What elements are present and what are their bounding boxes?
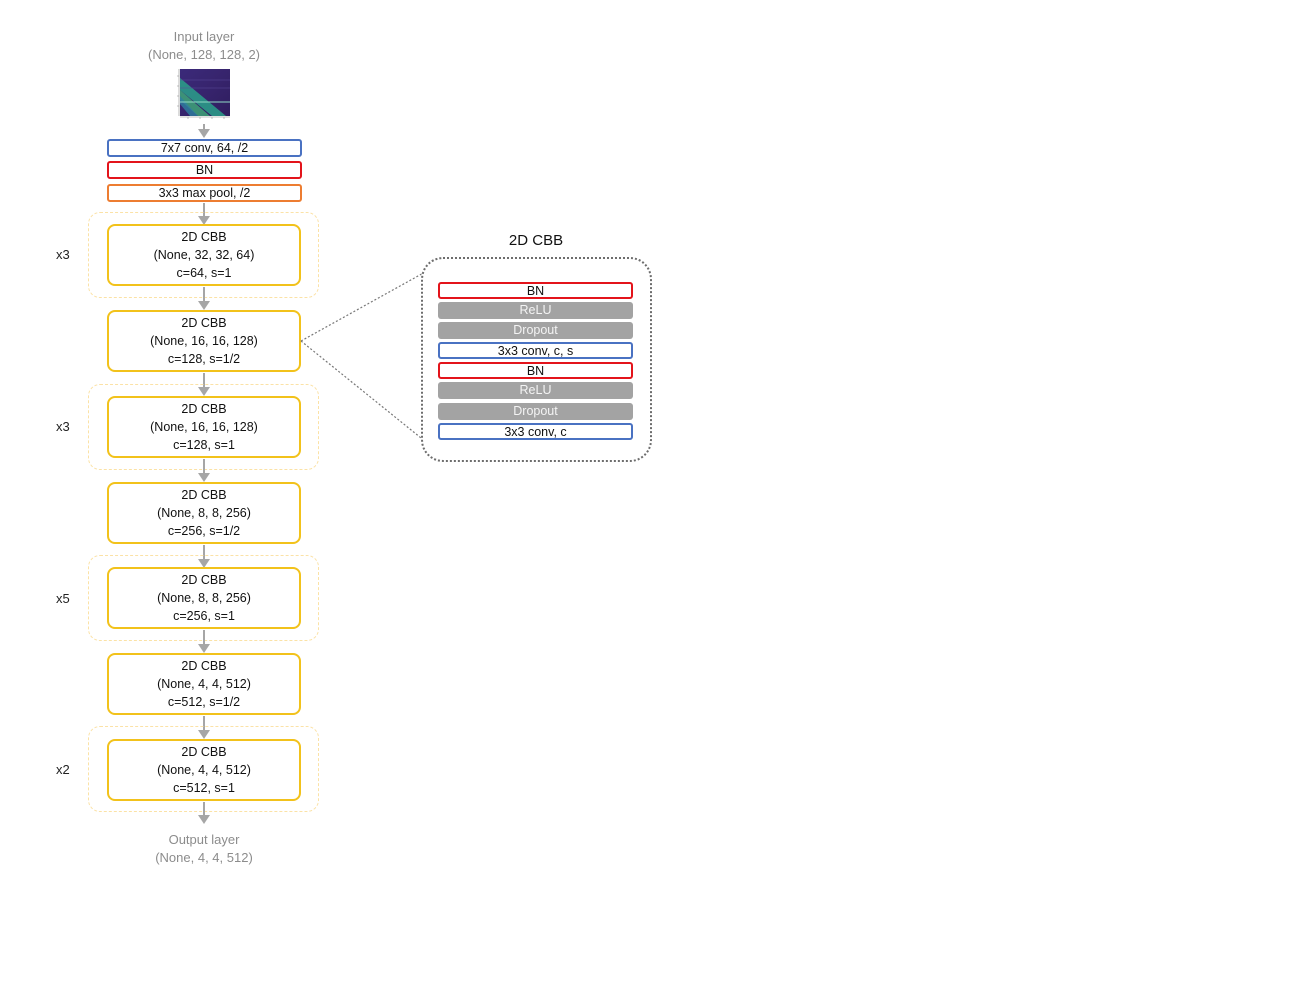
- cbb-block-7: 2D CBB (None, 4, 4, 512) c=512, s=1: [107, 739, 301, 801]
- cbb-block-name: 2D CBB: [181, 745, 227, 759]
- repeat-label-4: x2: [56, 762, 70, 777]
- cbb-block-name: 2D CBB: [181, 488, 227, 502]
- cbb-block-shape: (None, 8, 8, 256): [157, 506, 251, 520]
- cbb-block-name: 2D CBB: [181, 230, 227, 244]
- cbb-block-2: 2D CBB (None, 16, 16, 128) c=128, s=1/2: [107, 310, 301, 372]
- flow-arrow: [198, 203, 210, 225]
- cbb-block-name: 2D CBB: [181, 316, 227, 330]
- cbb-block-shape: (None, 32, 32, 64): [153, 248, 255, 262]
- detail-relu-layer: ReLU: [438, 382, 633, 399]
- flow-arrow: [198, 716, 210, 739]
- output-layer-title: Output layer: [168, 832, 240, 847]
- input-layer-title: Input layer: [173, 29, 235, 44]
- cbb-block-params: c=256, s=1/2: [167, 524, 241, 538]
- stem-maxpool-layer: 3x3 max pool, /2: [107, 184, 302, 202]
- flow-arrow: [198, 545, 210, 568]
- cbb-block-5: 2D CBB (None, 8, 8, 256) c=256, s=1: [107, 567, 301, 629]
- flow-arrow: [198, 287, 210, 310]
- cbb-block-params: c=64, s=1: [176, 266, 232, 280]
- detail-dropout-layer: Dropout: [438, 322, 633, 339]
- detail-bn-layer: BN: [438, 362, 633, 379]
- repeat-label-3: x5: [56, 591, 70, 606]
- input-spectrogram-image: [177, 69, 230, 119]
- cbb-block-shape: (None, 4, 4, 512): [157, 763, 251, 777]
- flow-arrow: [198, 630, 210, 653]
- detail-conv-stride-layer: 3x3 conv, c, s: [438, 342, 633, 359]
- input-layer-shape: (None, 128, 128, 2): [147, 47, 261, 62]
- cbb-block-4: 2D CBB (None, 8, 8, 256) c=256, s=1/2: [107, 482, 301, 544]
- cbb-block-shape: (None, 16, 16, 128): [150, 420, 258, 434]
- flow-arrow: [198, 802, 210, 824]
- cbb-block-params: c=512, s=1/2: [167, 695, 241, 709]
- detail-dropout-layer: Dropout: [438, 403, 633, 420]
- cbb-block-name: 2D CBB: [181, 402, 227, 416]
- detail-panel-title: 2D CBB: [508, 232, 564, 249]
- flow-arrow: [198, 373, 210, 396]
- repeat-label-2: x3: [56, 419, 70, 434]
- cbb-block-shape: (None, 4, 4, 512): [157, 677, 251, 691]
- cbb-block-1: 2D CBB (None, 32, 32, 64) c=64, s=1: [107, 224, 301, 286]
- repeat-label-1: x3: [56, 247, 70, 262]
- stem-bn-layer: BN: [107, 161, 302, 179]
- cbb-block-params: c=128, s=1: [173, 438, 235, 452]
- cbb-block-6: 2D CBB (None, 4, 4, 512) c=512, s=1/2: [107, 653, 301, 715]
- flow-arrow: [198, 124, 210, 138]
- cbb-block-params: c=512, s=1: [173, 781, 235, 795]
- cbb-block-3: 2D CBB (None, 16, 16, 128) c=128, s=1: [107, 396, 301, 458]
- cbb-block-params: c=128, s=1/2: [167, 352, 241, 366]
- output-layer-shape: (None, 4, 4, 512): [155, 850, 253, 865]
- detail-bn-layer: BN: [438, 282, 633, 299]
- cbb-block-name: 2D CBB: [181, 659, 227, 673]
- cbb-block-params: c=256, s=1: [173, 609, 235, 623]
- detail-relu-layer: ReLU: [438, 302, 633, 319]
- flow-arrow: [198, 459, 210, 482]
- detail-conv-layer: 3x3 conv, c: [438, 423, 633, 440]
- cbb-block-shape: (None, 16, 16, 128): [150, 334, 258, 348]
- cbb-block-name: 2D CBB: [181, 573, 227, 587]
- stem-conv-layer: 7x7 conv, 64, /2: [107, 139, 302, 157]
- cbb-block-shape: (None, 8, 8, 256): [157, 591, 251, 605]
